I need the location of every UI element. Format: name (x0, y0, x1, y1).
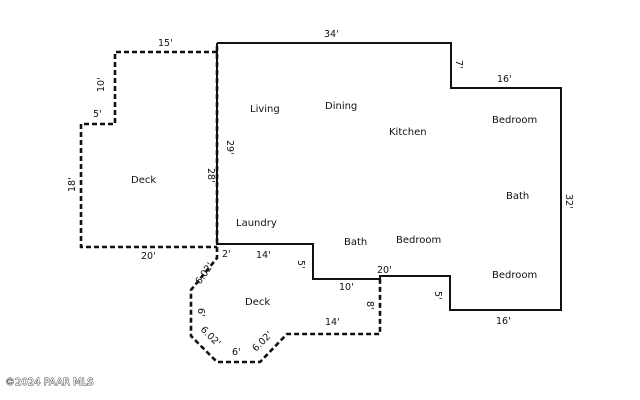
dimension-label: 8' (364, 301, 375, 310)
room-label-laundry: Laundry (236, 218, 277, 229)
dimension-label: 18' (67, 177, 78, 192)
room-label-living: Living (250, 104, 280, 115)
dimension-label: 15' (158, 38, 173, 49)
dimension-label: 16' (496, 316, 511, 327)
dimension-label: 6' (232, 347, 241, 358)
dimension-label: 5' (295, 260, 306, 269)
house-outline (216, 42, 562, 311)
room-label-kitchen: Kitchen (389, 127, 427, 138)
dimension-label: 20' (377, 265, 392, 276)
watermark-text: ©2024 PAAR MLS (5, 377, 94, 388)
dimension-label: 10' (96, 77, 107, 92)
dimension-label: 5' (432, 291, 443, 300)
room-label-bath: Bath (506, 191, 529, 202)
dimension-label: 14' (256, 250, 271, 261)
dimension-label: 10' (339, 282, 354, 293)
room-label-deck: Deck (131, 175, 156, 186)
dimension-label: 14' (325, 317, 340, 328)
dimension-label: 6' (195, 308, 206, 317)
room-label-bath: Bath (344, 237, 367, 248)
dimension-label: 29' (224, 140, 235, 155)
upper-deck-outline (79, 50, 217, 249)
dimension-label: 34' (324, 29, 339, 40)
dimension-label: 16' (497, 74, 512, 85)
dimension-label: 7' (453, 60, 464, 69)
room-label-bedroom: Bedroom (492, 270, 537, 281)
dimension-label: 28' (205, 168, 216, 183)
lower-deck-outline (189, 247, 382, 364)
dimension-label: 2' (222, 249, 231, 260)
room-label-dining: Dining (325, 101, 357, 112)
dimension-label: 5' (93, 109, 102, 120)
room-label-bedroom: Bedroom (492, 115, 537, 126)
dimension-label: 20' (141, 251, 156, 262)
room-label-deck: Deck (245, 297, 270, 308)
room-label-bedroom: Bedroom (396, 235, 441, 246)
dimension-label: 32' (563, 194, 574, 209)
